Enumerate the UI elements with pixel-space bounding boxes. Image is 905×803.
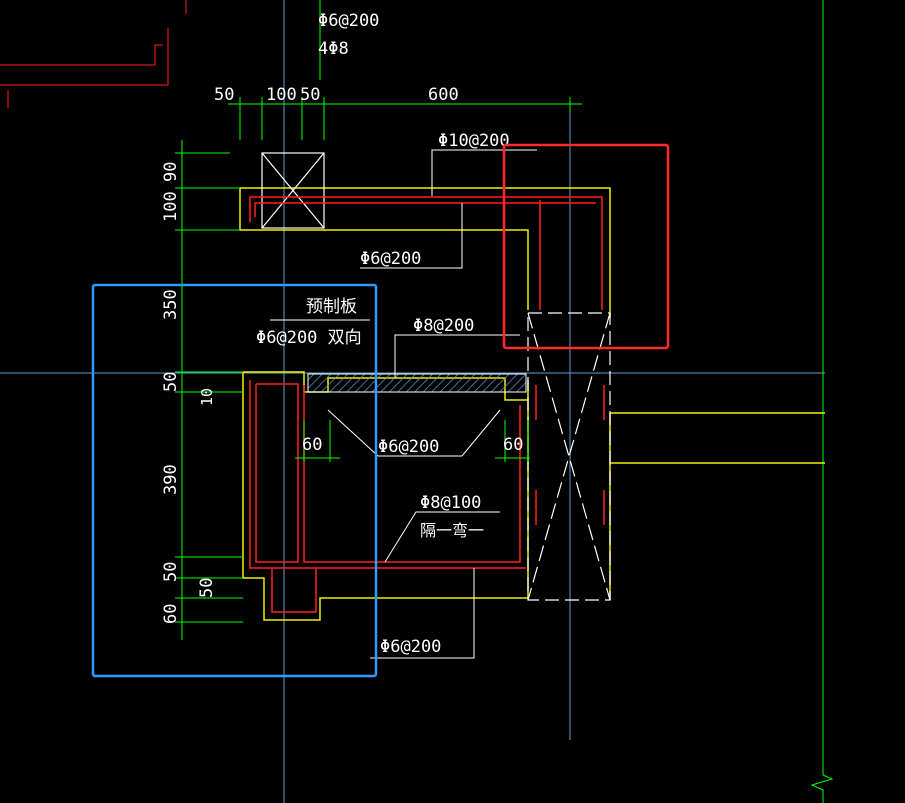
dim-left-100: 100: [161, 191, 181, 222]
inner-dimensions: 60 60: [302, 435, 523, 455]
top-column: [261, 152, 325, 229]
top-column-x2: [261, 152, 325, 229]
label-inner-rebar: Φ6@200: [378, 437, 439, 457]
dim-left-50: 50: [161, 372, 181, 392]
right-column: [527, 312, 611, 601]
leader-lines: [270, 149, 537, 659]
right-column-x1: [527, 312, 611, 601]
top-beam-outline: [240, 187, 611, 318]
label-slab-rebar: Φ6@200 双向: [256, 328, 362, 348]
label-top-rebar: Φ10@200: [438, 131, 510, 151]
label-lower-rebar: Φ6@200: [380, 637, 441, 657]
dim-left-60: 60: [161, 604, 181, 624]
leader-lower: [370, 568, 475, 659]
top-dimensions: 50 100 50 600: [214, 85, 459, 105]
left-inner-rebar: [255, 383, 299, 563]
dim-top-50b: 50: [300, 85, 320, 105]
dim-inner-60a: 60: [302, 435, 322, 455]
dimension-lines: [175, 97, 582, 640]
label-slab-rebar-right: Φ8@200: [413, 316, 474, 336]
rebar-labels: Φ10@200 Φ6@200 预制板 Φ6@200 双向 Φ8@200 Φ6@2…: [256, 131, 510, 657]
dim-left-350: 350: [161, 289, 181, 320]
left-box-rebar: [249, 380, 526, 569]
leader-slab: [394, 334, 520, 378]
yellow-outlines: [239, 187, 825, 621]
top-note-2: 4Φ8: [318, 39, 349, 59]
dim-inner-60b: 60: [503, 435, 523, 455]
label-bottom-note: 隔一弯一: [420, 521, 484, 540]
dim-left-390: 390: [161, 464, 181, 495]
highlight-box-red: [502, 143, 670, 350]
precast-slab-hatch: [307, 373, 527, 393]
top-note-1: Φ6@200: [318, 11, 379, 31]
top-notes: Φ6@200 4Φ8: [318, 11, 379, 59]
dim-top-50a: 50: [214, 85, 234, 105]
dim-top-600: 600: [428, 85, 459, 105]
label-bottom-rebar: Φ8@100: [420, 493, 481, 513]
dim-top-100: 100: [266, 85, 297, 105]
bottom-stub-rebar: [271, 568, 317, 613]
leader-top-rebar: [431, 149, 537, 196]
slab-rebar: [303, 385, 521, 563]
level-mark: 10: [198, 388, 216, 406]
dim-left-inner-50: 50: [197, 578, 217, 598]
columns: [261, 152, 611, 601]
leader-mid-rebar: [360, 203, 463, 269]
label-precast-slab: 预制板: [306, 297, 357, 317]
label-mid-rebar: Φ6@200: [360, 249, 421, 269]
leader-inner: [327, 409, 501, 457]
rebars: [249, 196, 605, 613]
red-ref-1: [0, 44, 163, 66]
highlight-box-blue: [91, 283, 378, 678]
top-rebar-inner: [254, 202, 596, 217]
main-outline: [242, 372, 528, 621]
red-ref-2: [0, 28, 169, 86]
dim-left-90: 90: [161, 162, 181, 182]
reference-lines: [0, 0, 834, 803]
axis-lines: [0, 0, 825, 803]
right-column-x2: [527, 312, 611, 601]
left-dimensions: 90 100 350 50 390 50 60 50 10: [161, 162, 217, 624]
top-rebar: [249, 196, 603, 310]
leader-bottom: [384, 511, 500, 563]
top-beam-bottom: [239, 188, 529, 310]
dim-left-50b: 50: [161, 562, 181, 582]
green-break: [810, 774, 834, 803]
